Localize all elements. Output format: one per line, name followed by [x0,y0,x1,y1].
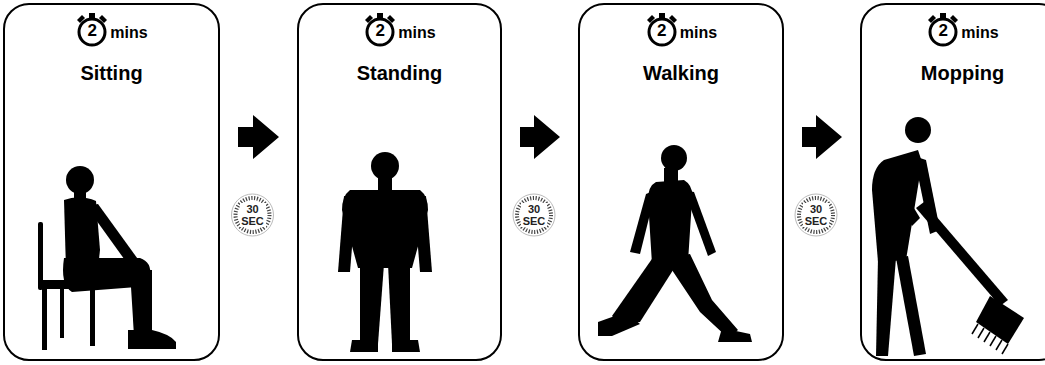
activity-panel: 2minsWalking [578,3,784,361]
timer-number: 2 [926,22,960,40]
stopwatch-button [659,13,665,18]
stopwatch-bell [387,15,395,23]
timer-ticks [236,198,270,232]
timer-30-icon [795,194,837,236]
stopwatch-bell [365,15,373,23]
timer-unit: mins [398,24,435,42]
arrow-shape [238,115,279,159]
stopwatch: 2 [926,11,960,49]
timer-number: 2 [645,22,679,40]
activity-title: Sitting [5,62,218,85]
stopwatch: 2 [645,11,679,49]
timer-30-icon [513,194,555,236]
timer-number: 2 [75,22,109,40]
stopwatch-bell [950,15,958,23]
stopwatch-bell [647,15,655,23]
mopping-figure [872,117,1024,356]
stopwatch-button [89,13,95,18]
timer-outline [232,194,274,236]
timer-header: 2mins [580,11,782,49]
timer-outline [795,194,837,236]
activity-title: Mopping [862,62,1045,85]
timer-outline [513,194,555,236]
stopwatch-bell [669,15,677,23]
timer-unit: mins [110,24,147,42]
stopwatch-button [377,13,383,18]
timer-label: 30 SEC [240,203,266,227]
timer-label: 30 SEC [521,203,547,227]
timer-header: 2mins [5,11,218,49]
walking-figure [598,145,752,342]
stopwatch-bell [99,15,107,23]
timer-number: 2 [363,22,397,40]
arrow-shape [802,115,842,159]
activity-panel: 2minsMopping [860,3,1045,361]
stopwatch-bell [77,15,85,23]
stopwatch-bell [928,15,936,23]
arrow-shape [520,115,560,159]
timer-label: 30 SEC [803,203,829,227]
activity-panel: 2minsStanding [297,3,502,361]
timer-ticks [517,198,551,232]
timer-30-icon [232,194,274,236]
timer-unit: mins [680,24,717,42]
standing-figure [338,152,432,352]
block-arrow [238,115,279,159]
stopwatch: 2 [75,11,109,49]
stopwatch: 2 [363,11,397,49]
sitting-figure [38,166,176,350]
block-arrow [802,115,842,159]
activity-title: Standing [299,62,500,85]
stopwatch-button [940,13,946,18]
activity-panel: 2minsSitting [3,3,220,361]
activity-title: Walking [580,62,782,85]
timer-unit: mins [961,24,998,42]
block-arrow [520,115,560,159]
timer-ticks [799,198,833,232]
timer-header: 2mins [862,11,1045,49]
timer-header: 2mins [299,11,500,49]
